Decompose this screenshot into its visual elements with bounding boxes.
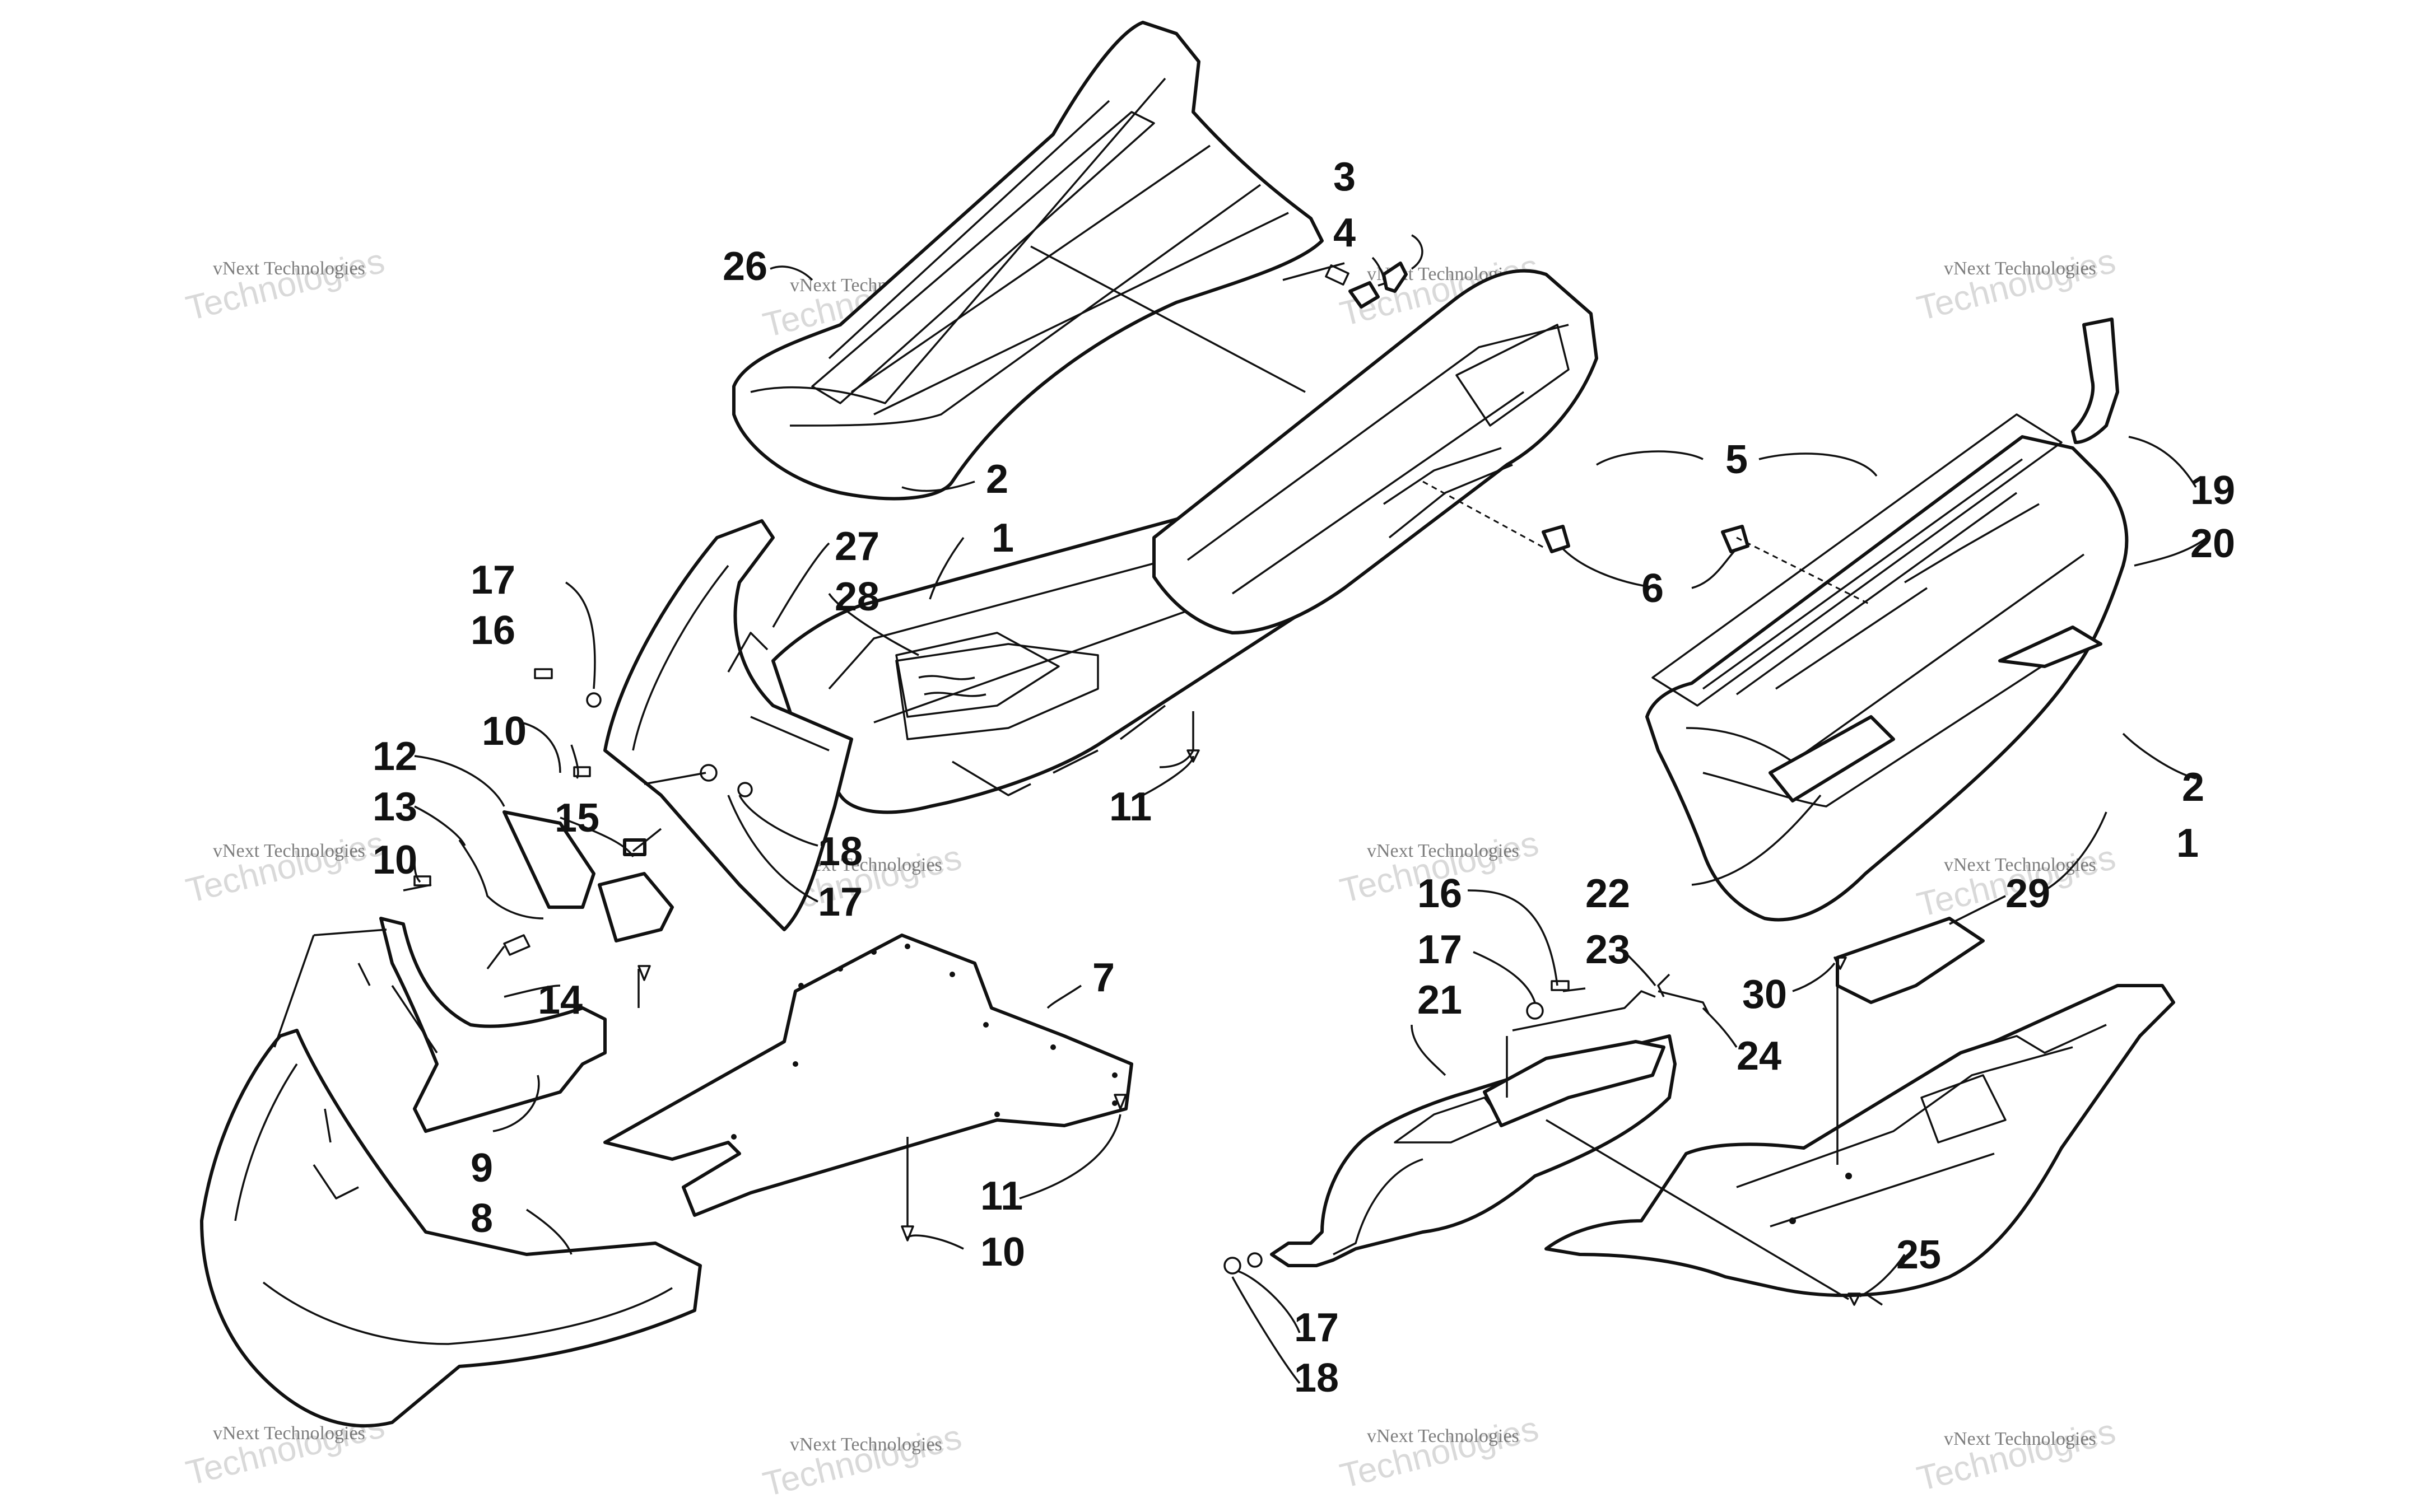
callout-6: 6	[1641, 566, 1664, 611]
watermark: Technologies vNext Technologies	[1913, 242, 2119, 329]
callout-4: 4	[1333, 211, 1356, 255]
callout-labels: 1 1 2 2 3 4 5 6 7 8 9 10 10 10 11 11 12 …	[373, 155, 2235, 1401]
watermark-small: vNext Technologies	[1944, 855, 2096, 875]
callout-2: 2	[986, 457, 1008, 502]
watermark-large: Technologies	[759, 1418, 965, 1505]
callout-16: 16	[471, 608, 515, 653]
callout-9: 9	[471, 1146, 493, 1191]
left-connection-lines	[273, 245, 1547, 1226]
watermark: Technologies vNext Technologies	[1913, 1412, 2119, 1499]
callout-22: 22	[1585, 871, 1630, 916]
callout-13: 13	[373, 785, 417, 829]
callout-15: 15	[555, 796, 599, 841]
part-13-shield	[458, 839, 544, 920]
part-1-belly-pan-right	[1544, 984, 2175, 1298]
part-21-rear-bracket	[1270, 1034, 1677, 1267]
callout-18: 18	[818, 829, 863, 874]
watermark-large: Technologies	[1913, 242, 2119, 329]
watermark-small: vNext Technologies	[1367, 1426, 1519, 1446]
callout-24: 24	[1737, 1034, 1781, 1079]
callout-7: 7	[1092, 955, 1115, 1000]
callout-17: 17	[1417, 927, 1462, 972]
callout-11: 11	[980, 1174, 1023, 1219]
watermark: Technologies vNext Technologies	[182, 242, 388, 329]
callout-16: 16	[1417, 871, 1462, 916]
watermark-small: vNext Technologies	[1944, 1429, 2096, 1449]
watermark-small: vNext Technologies	[1944, 258, 2096, 279]
right-assembly	[1223, 318, 2175, 1306]
callout-8: 8	[471, 1196, 493, 1241]
watermark-small: vNext Technologies	[790, 1434, 942, 1455]
callout-21: 21	[1417, 978, 1462, 1023]
callout-29: 29	[2005, 871, 2050, 916]
callout-30: 30	[1742, 972, 1787, 1017]
part-6-clips	[1542, 525, 1749, 553]
callout-25: 25	[1896, 1233, 1941, 1277]
callout-12: 12	[373, 734, 417, 779]
part-28-decal	[895, 632, 1060, 718]
leader-lines	[413, 234, 2208, 1384]
callout-3: 3	[1333, 155, 1356, 199]
watermark: Technologies vNext Technologies	[1336, 1410, 1542, 1496]
callout-17: 17	[471, 558, 515, 603]
callout-27: 27	[835, 524, 879, 569]
part-19-handle	[2071, 318, 2119, 444]
callout-20: 20	[2190, 521, 2235, 566]
callout-26: 26	[723, 244, 767, 289]
callout-14: 14	[538, 978, 583, 1023]
callout-18: 18	[1294, 1356, 1339, 1401]
part-5-running-board-right	[1645, 413, 2129, 922]
callout-1: 1	[992, 516, 1014, 561]
watermark-large: Technologies	[182, 824, 388, 911]
callout-10: 10	[482, 709, 527, 754]
watermark-large: Technologies	[182, 242, 388, 329]
callout-23: 23	[1585, 927, 1630, 972]
watermark-large: Technologies	[1913, 1412, 2119, 1499]
callout-17: 17	[818, 880, 863, 925]
part-23-rod	[1512, 973, 1710, 1032]
watermark-small: vNext Technologies	[213, 1423, 365, 1444]
callout-2: 2	[2182, 765, 2204, 810]
skid-plate-holes	[731, 944, 1118, 1140]
callout-5: 5	[1725, 437, 1748, 482]
watermark-small: vNext Technologies	[213, 841, 365, 861]
callout-1: 1	[2176, 821, 2199, 866]
watermark-small: vNext Technologies	[1367, 841, 1519, 861]
part-7-skid-plate	[603, 934, 1133, 1217]
callout-17: 17	[1294, 1305, 1339, 1350]
part-9-lower-bracket	[357, 917, 607, 1133]
part-12-bracket	[502, 810, 674, 942]
part-8-front-nose	[200, 1029, 702, 1427]
watermark-small: vNext Technologies	[213, 258, 365, 279]
callout-28: 28	[835, 575, 879, 619]
callout-10: 10	[373, 838, 417, 883]
left-hardware	[413, 262, 1408, 1242]
part-29-plate	[1836, 917, 1985, 1004]
right-connection-lines	[1506, 536, 1883, 1306]
watermark: Technologies vNext Technologies	[759, 1418, 965, 1505]
watermark-large: Technologies	[1336, 1410, 1542, 1496]
callout-19: 19	[2190, 468, 2235, 513]
watermark: Technologies vNext Technologies	[182, 824, 388, 911]
callout-10: 10	[980, 1230, 1025, 1275]
callout-11: 11	[1109, 785, 1152, 829]
part-5-running-board	[1152, 269, 1598, 634]
left-assembly	[200, 21, 1749, 1427]
part-2-top-cover	[732, 21, 1324, 501]
part-27-side-panel	[603, 519, 853, 931]
